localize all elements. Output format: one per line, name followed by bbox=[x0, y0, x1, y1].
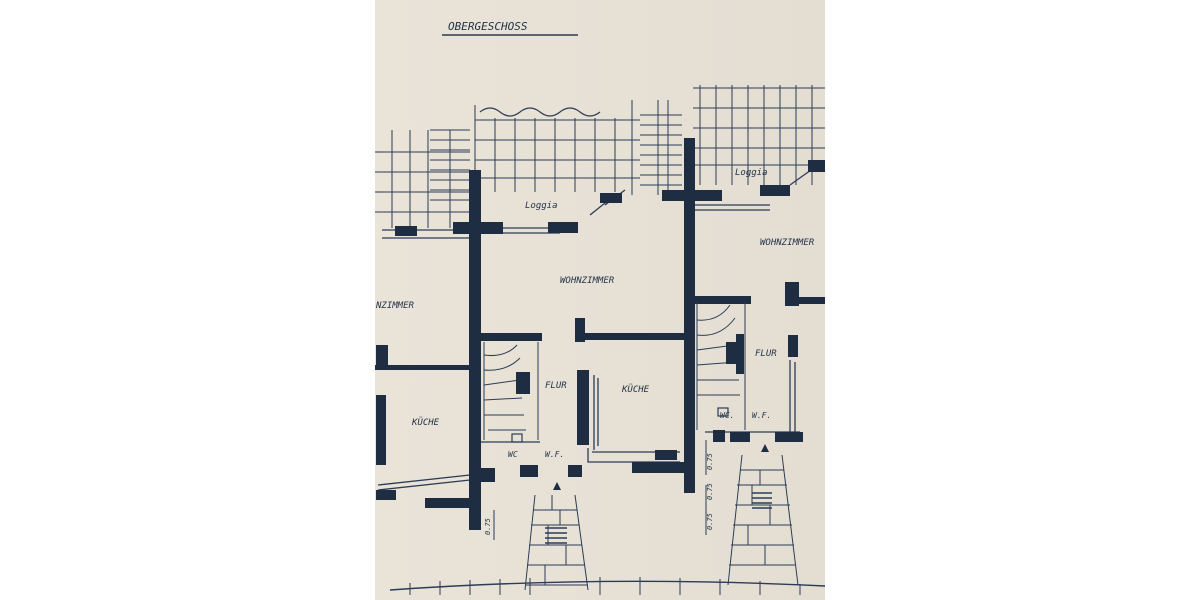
label-loggia-2: Loggia bbox=[735, 168, 768, 178]
heavy-walls bbox=[375, 138, 825, 530]
label-flur-1: FLUR bbox=[545, 381, 567, 391]
dim-label-1: 0.75 bbox=[484, 518, 492, 535]
loggia-grid-left bbox=[375, 129, 470, 228]
thin-walls bbox=[377, 164, 819, 491]
label-wf-2: W.F. bbox=[752, 411, 771, 420]
loggia-grid-right bbox=[693, 85, 825, 185]
bottom-curve bbox=[389, 580, 825, 591]
dim-label-2: 0.75 bbox=[706, 453, 714, 470]
label-wohnzimmer-left: NZIMMER bbox=[375, 301, 415, 311]
dimension-lines bbox=[493, 440, 707, 540]
title-label: OBERGESCHOSS bbox=[448, 20, 528, 33]
label-wohnzimmer-right: WOHNZIMMER bbox=[760, 238, 815, 248]
entrance-porch-left bbox=[524, 482, 589, 591]
stair-left bbox=[483, 342, 539, 443]
stair-right bbox=[696, 302, 746, 430]
label-wohnzimmer-mid: WOHNZIMMER bbox=[560, 276, 615, 286]
label-kueche-mid: KÜCHE bbox=[621, 384, 650, 395]
entrance-porch-right bbox=[727, 444, 799, 586]
label-loggia-1: Loggia bbox=[525, 201, 558, 211]
label-wc-2: WC. bbox=[720, 411, 734, 420]
label-wf-1: W.F. bbox=[545, 450, 564, 459]
label-wc-1: WC bbox=[508, 450, 518, 459]
dim-label-4: 0.75 bbox=[706, 513, 714, 530]
loggia-grid-mid bbox=[474, 100, 682, 200]
label-kueche-left: KÜCHE bbox=[411, 417, 440, 428]
label-flur-2: FLUR bbox=[755, 349, 777, 359]
dim-label-3: 0.75 bbox=[706, 483, 714, 500]
